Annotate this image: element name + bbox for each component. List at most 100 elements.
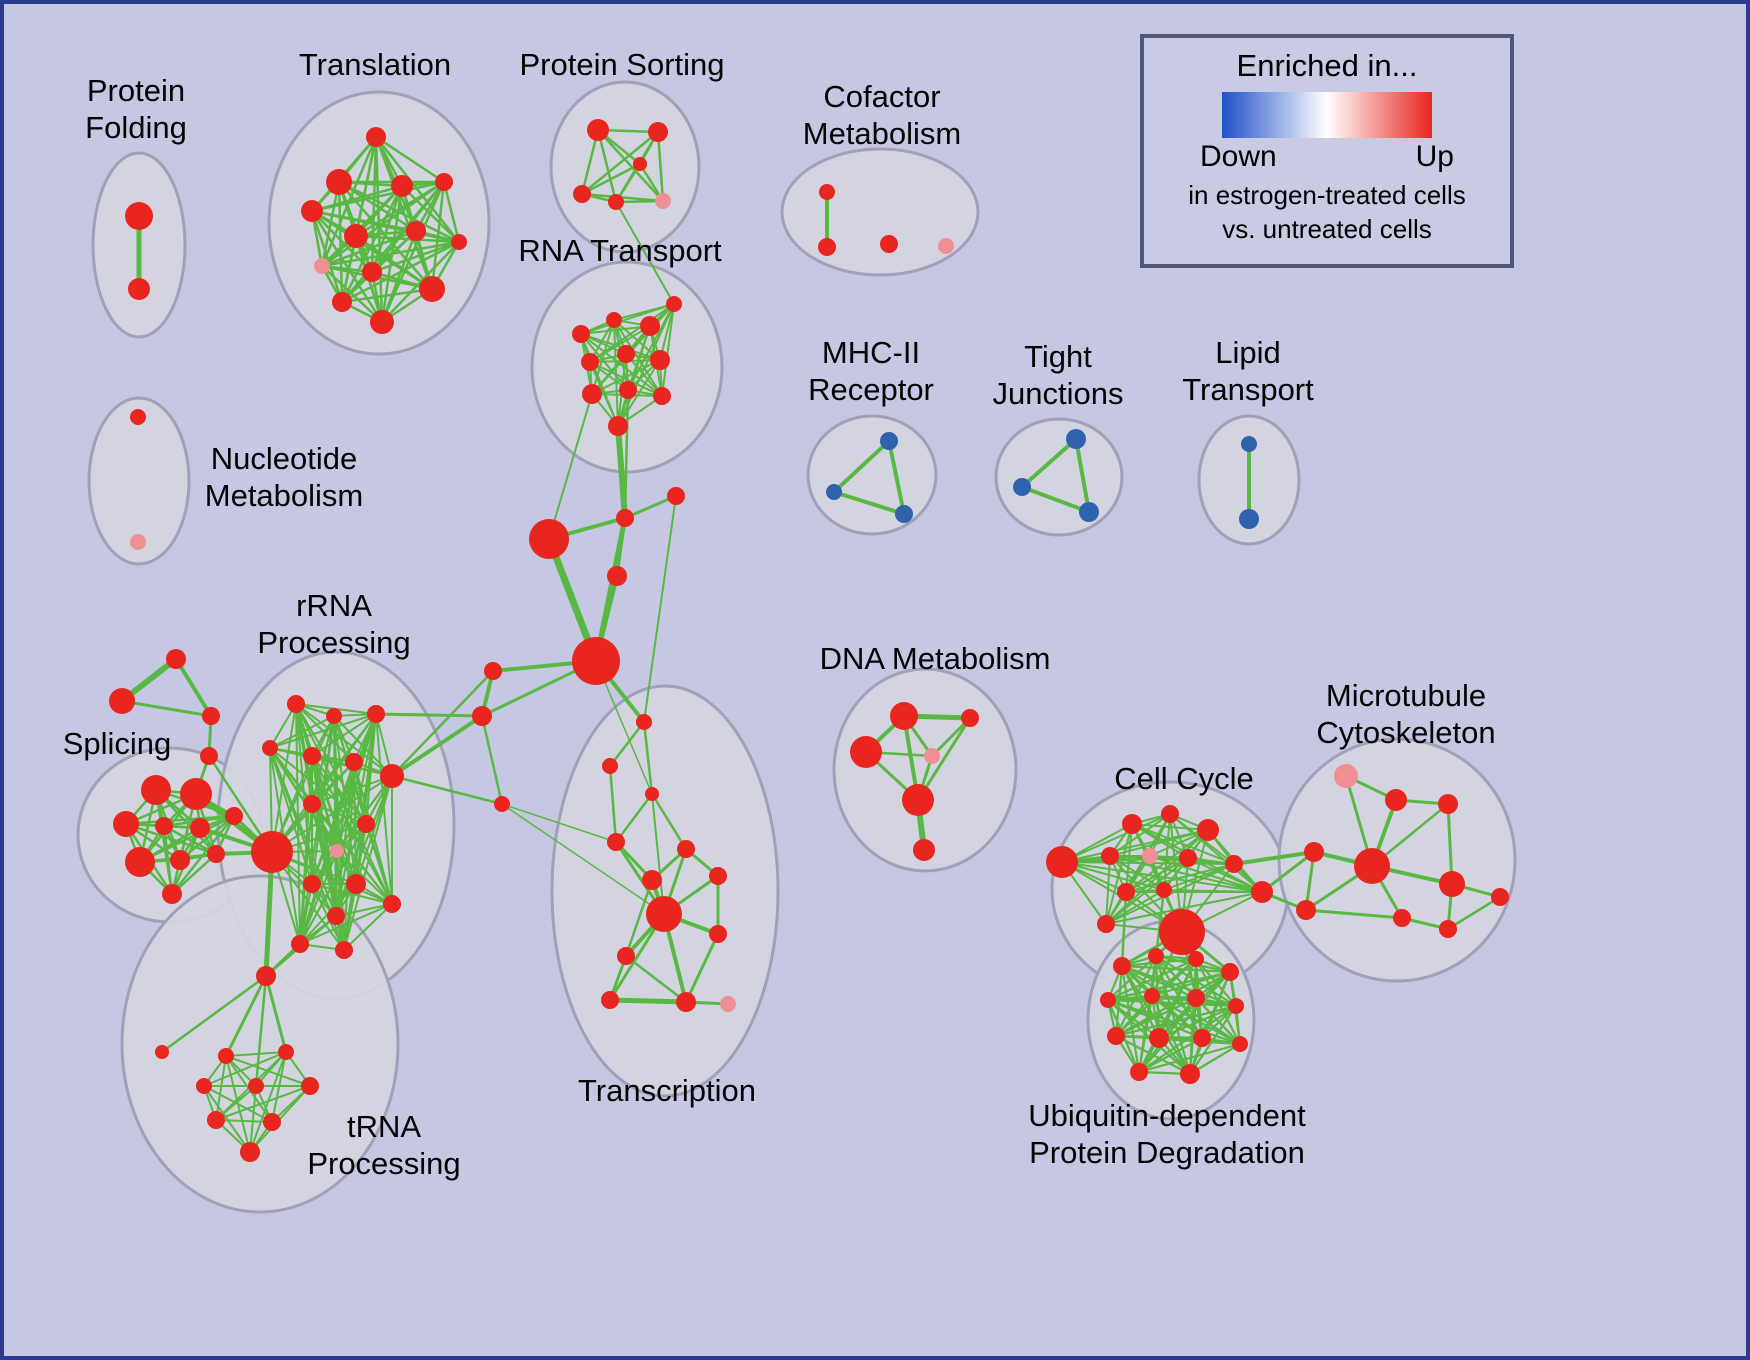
- network-node-triangle: [200, 747, 218, 765]
- network-edge: [1150, 970, 1232, 998]
- network-node-connectors: [529, 519, 569, 559]
- network-node-transcription: [677, 840, 695, 858]
- cluster-label-dna: DNA Metabolism: [820, 641, 1051, 676]
- network-node-translation: [362, 262, 382, 282]
- network-node-translation: [326, 169, 352, 195]
- network-edge: [624, 954, 688, 1004]
- network-node-dna: [961, 709, 979, 727]
- network-node-rrna: [303, 795, 321, 813]
- network-node-cell_cycle: [1159, 909, 1205, 955]
- cluster-ellipse-nucleotide: [87, 396, 191, 566]
- legend-scale-labels: Down Up: [1200, 140, 1454, 174]
- network-edge: [353, 761, 357, 885]
- network-node-rrna: [303, 747, 321, 765]
- network-edge: [580, 130, 660, 196]
- network-edge: [642, 720, 654, 796]
- network-node-cell_cycle: [1251, 881, 1273, 903]
- network-node-cell_cycle: [1161, 805, 1179, 823]
- network-edge: [608, 720, 646, 768]
- network-edge: [390, 774, 504, 806]
- network-edge: [311, 803, 367, 825]
- network-edge: [390, 714, 484, 778]
- network-edge: [1137, 994, 1154, 1074]
- network-node-microtubule: [1304, 842, 1324, 862]
- network-edge: [589, 361, 663, 397]
- network-node-translation: [366, 127, 386, 147]
- network-edge: [617, 359, 661, 427]
- cluster-label-rna_transport: RNA Transport: [518, 233, 722, 268]
- network-edge: [390, 669, 495, 778]
- network-edge: [311, 755, 367, 825]
- network-edge: [596, 128, 618, 204]
- network-edge: [1163, 863, 1235, 891]
- network-edge: [591, 359, 661, 395]
- network-node-protein_sorting: [587, 119, 609, 141]
- network-node-rna_transport: [653, 387, 671, 405]
- network-node-protein_folding: [125, 202, 153, 230]
- network-edge: [340, 240, 461, 304]
- network-node-rrna: [383, 895, 401, 913]
- cluster-label-translation: Translation: [299, 47, 451, 82]
- network-node-dna: [890, 702, 918, 730]
- network-edge: [215, 1055, 227, 1121]
- network-edge: [1169, 813, 1263, 893]
- network-edge: [1150, 994, 1192, 1076]
- network-edge: [1125, 857, 1189, 893]
- network-edge: [1109, 813, 1171, 857]
- network-node-rrna: [357, 815, 375, 833]
- network-edge: [311, 803, 393, 905]
- cluster-label-rrna: Processing: [257, 625, 410, 660]
- legend-caption-line2: vs. untreated cells: [1222, 214, 1432, 244]
- network-node-cell_cycle: [1117, 883, 1135, 901]
- network-edge: [1114, 996, 1198, 1038]
- network-node-dna: [913, 839, 935, 861]
- network-edge: [1114, 1004, 1238, 1038]
- network-edge: [1106, 954, 1158, 1002]
- network-edge: [613, 303, 675, 321]
- cluster-label-nucleotide: Metabolism: [205, 478, 364, 513]
- network-edge: [299, 883, 313, 945]
- network-node-ubiquitin: [1221, 963, 1239, 981]
- network-edge: [120, 699, 213, 718]
- cluster-label-cofactor: Cofactor: [823, 79, 940, 114]
- network-edge: [887, 439, 906, 516]
- network-edge: [264, 974, 288, 1054]
- cluster-label-lipid_transport: Transport: [1182, 372, 1314, 407]
- network-node-splicing: [155, 817, 173, 835]
- network-node-rrna: [287, 695, 305, 713]
- network-node-microtubule: [1491, 888, 1509, 906]
- network-node-microtubule: [1439, 920, 1457, 938]
- cluster-label-protein_folding: Protein: [87, 73, 185, 108]
- network-node-ubiquitin: [1107, 1027, 1125, 1045]
- network-edge: [224, 974, 268, 1058]
- network-node-ubiquitin: [1113, 957, 1131, 975]
- network-edge: [480, 714, 504, 806]
- network-edge: [269, 713, 377, 749]
- network-edge: [501, 803, 617, 843]
- network-edge: [311, 883, 393, 905]
- network-edge: [1163, 889, 1263, 893]
- network-edge: [1020, 437, 1078, 489]
- legend-gradient-bar: [1222, 92, 1432, 138]
- network-edge: [365, 823, 393, 905]
- network-node-lipid_transport: [1239, 509, 1259, 529]
- network-edge: [615, 423, 628, 521]
- network-node-mhc2: [826, 484, 842, 500]
- network-node-cell_cycle: [1197, 819, 1219, 841]
- cluster-label-splicing: Splicing: [63, 726, 172, 761]
- network-edge: [374, 135, 446, 184]
- network-edge: [661, 303, 675, 397]
- network-node-cell_cycle: [1156, 882, 1172, 898]
- network-edge: [335, 903, 393, 917]
- network-edge: [442, 180, 461, 244]
- network-node-ubiquitin: [1144, 988, 1160, 1004]
- network-node-rrna: [380, 764, 404, 788]
- network-node-connectors: [484, 662, 502, 680]
- network-node-dna: [902, 784, 934, 816]
- network-node-microtubule: [1354, 848, 1390, 884]
- network-edge: [1446, 895, 1502, 931]
- network-node-connectors: [572, 637, 620, 685]
- cluster-label-microtubule: Microtubule: [1326, 678, 1486, 713]
- network-node-splicing: [141, 775, 171, 805]
- network-edge: [375, 713, 393, 905]
